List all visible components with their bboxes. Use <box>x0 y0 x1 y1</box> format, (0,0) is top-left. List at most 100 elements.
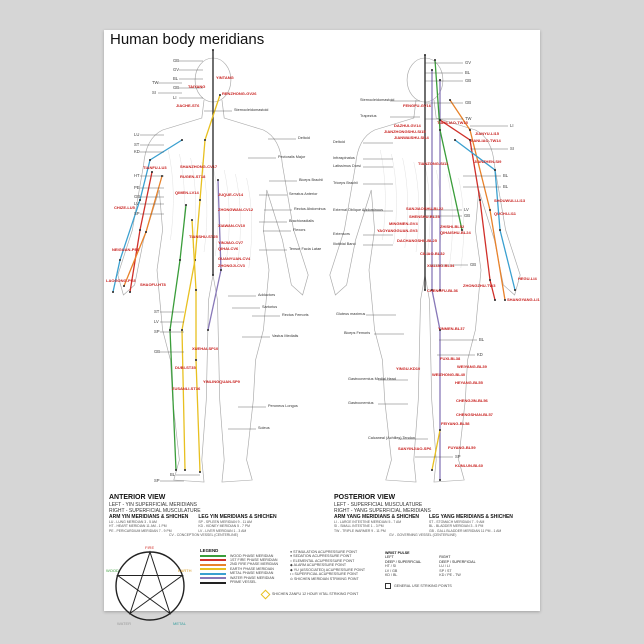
arm-yang-heading: ARM YANG MERIDIANS & SHICHEN <box>334 514 420 521</box>
wrist-pulse-left-item: DEEP / SUPERFICIAL <box>385 559 422 564</box>
sp-leg-line <box>431 429 441 471</box>
acupoint-label: FENGFU-GV16 <box>403 103 432 108</box>
muscle-contour <box>458 177 464 269</box>
meridian-code-label: TW <box>152 80 159 85</box>
wrist-pulse-left-item: KD / BL <box>385 573 398 578</box>
meridian-code-label: SP <box>455 454 461 459</box>
posterior-left-note: LEFT - SUPERFICIAL MUSCULATURE <box>334 502 423 509</box>
leg-yang-item: ST - STOMACH MERIDIAN 7 - 9 AM <box>429 520 485 525</box>
acupoint-label: ZHISHI-BL52 <box>440 224 465 229</box>
acupoint-label: WEIZHONG-BL40 <box>432 372 466 377</box>
acupoint-marker <box>169 329 171 331</box>
acupoint-label: JIANYU-LI15 <box>475 131 500 136</box>
muscle-label: Trapezius <box>360 114 377 118</box>
acupoint-label: SANJIAOSHU-BL22 <box>406 206 444 211</box>
legend-point-label: SHICHEN MERIDIAN STRIKING POINT <box>294 576 359 581</box>
muscle-label: Sartorius <box>262 305 278 309</box>
point-symbol-icon: ◆ <box>290 567 294 572</box>
element-cycle-circle <box>115 551 185 621</box>
legend-line-item: METAL PHASE MERIDIAN <box>200 571 278 575</box>
lv-line <box>169 204 187 471</box>
acupoint-label: ZHONGZHU-TW3 <box>463 283 496 288</box>
acupoint-label: ZUSANLI-ST36 <box>172 386 201 391</box>
meridian-code-label: GB <box>173 85 180 90</box>
acupoint-label: SHANZHONG-CV17 <box>180 164 218 169</box>
acupoint-marker <box>217 179 219 181</box>
meridian-code-label: SI <box>152 90 156 95</box>
legend-line-label: 2ND FIRE PHASE MERIDIAN <box>230 562 279 567</box>
muscle-contour <box>201 161 208 253</box>
muscle-label: Gluteus maximus <box>336 312 366 316</box>
acupoint-label: YAOYANGGUAN-GV3 <box>377 228 418 233</box>
acupoint-marker <box>195 359 197 361</box>
acupoint-label: YINMEN-BL37 <box>438 326 465 331</box>
vital-point-legend: SHICHEN ZANFU 12 HOUR VITAL STRIKING POI… <box>260 589 359 600</box>
wrist-pulse-right-item: DEEP / SUPERFICIAL <box>439 559 476 564</box>
muscle-label: Flexors <box>293 228 306 232</box>
acupoint-label: DUBI-ST35 <box>175 365 196 370</box>
meridian-code-label: LI <box>510 123 514 128</box>
acupoint-marker <box>461 229 463 231</box>
muscle-label: Adductors <box>258 293 276 297</box>
point-symbol-icon: ● <box>290 554 294 559</box>
posterior-info: POSTERIOR VIEW LEFT - SUPERFICIAL MUSCUL… <box>334 494 513 537</box>
acupoint-label: JIANLIAO-TW14 <box>470 138 501 143</box>
legend-line-label: WOOD PHASE MERIDIAN <box>230 553 274 558</box>
tw-line <box>449 99 506 301</box>
acupoint-label: RUGEN-ST18 <box>180 174 206 179</box>
acupoint-label: SANYINJIAO-SP6 <box>398 446 432 451</box>
acupoint-label: KUNLUN-BL60 <box>455 463 483 468</box>
acupoint-marker <box>439 329 441 331</box>
meridian-code-label: BL <box>503 173 509 178</box>
muscle-label: Serratus Anterior <box>289 192 318 196</box>
wrist-pulse-left-item: LV / GB <box>385 568 398 573</box>
legend-line-label: 1ST FIRE PHASE MERIDIAN <box>230 557 278 562</box>
leg-yang-heading: LEG YANG MERIDIANS & SHICHEN <box>429 514 513 521</box>
arm-yin-heading: ARM YIN MERIDIANS & SHICHEN <box>109 514 189 521</box>
acupoint-label: TIANFU-LU3 <box>143 165 167 170</box>
acupoint-label: FEIYANG-BL58 <box>441 421 470 426</box>
meridian-code-label: GB <box>464 213 471 218</box>
gv-note: GV - GOVERNING VESSEL (CENTERLINE) <box>389 532 457 537</box>
acupoint-marker <box>207 329 209 331</box>
leg-yang-item: GB - GALL BLADDER MERIDIAN 11 PM - 1 AM <box>429 528 502 533</box>
acupoint-label: YINLINGQUAN-SP9 <box>203 379 240 384</box>
meridian-code-label: BL <box>465 70 471 75</box>
muscle-label: Triceps Brachii <box>333 181 358 185</box>
vital-point-label: SHICHEN ZANFU 12 HOUR VITAL STRIKING POI… <box>272 592 359 597</box>
bl-line-1 <box>431 70 441 480</box>
acupoint-label: GUANYUAN-CV4 <box>218 256 251 261</box>
meridian-code-label: GV <box>173 67 180 72</box>
meridian-code-label: KD <box>477 352 483 357</box>
acupoint-marker <box>175 469 177 471</box>
gb-line <box>434 59 463 231</box>
muscle-contour <box>402 157 408 249</box>
lu-line <box>112 139 183 293</box>
leg-yang-item: BL - BLADDER MERIDIAN 3 - 5 PM <box>429 524 484 529</box>
acupoint-label: WEIYANG-BL39 <box>457 364 487 369</box>
muscle-label: Iliotibial Band <box>333 242 356 246</box>
acupoint-label: YINTANG <box>216 75 234 80</box>
diamond-icon <box>260 589 271 600</box>
acupoint-marker <box>179 259 181 261</box>
muscle-label: Pectoralis Major <box>278 155 306 159</box>
point-legend: ● STIMULATION ACUPRESSURE POINT● SEDATIO… <box>290 550 365 581</box>
acupoint-label: MINGMEN-GV4 <box>389 221 418 226</box>
muscle-label: Sternocleidomastoid <box>360 98 395 102</box>
acupoint-marker <box>129 291 131 293</box>
acupoint-label: JUQUE-CV14 <box>218 192 244 197</box>
anterior-info: ANTERIOR VIEW LEFT - YIN SUPERFICIAL MER… <box>109 494 277 537</box>
muscle-contour <box>167 149 174 241</box>
wrist-pulse-right-item: LU / LI <box>439 564 450 569</box>
element-fire: FIRE <box>145 545 155 550</box>
poster-title: Human body meridians <box>110 31 265 48</box>
legend-point-label: SEDATION ACUPRESSURE POINT <box>293 554 352 559</box>
meridian-code-label: SI <box>510 146 514 151</box>
acupoint-marker <box>149 159 151 161</box>
element-water: WATER <box>117 621 131 626</box>
acupoint-marker <box>489 209 491 211</box>
acupoint-label: QIHAI-CV6 <box>218 246 239 251</box>
acupoint-label: JIANZHEN-SI9 <box>474 159 502 164</box>
muscle-contour <box>190 157 196 249</box>
